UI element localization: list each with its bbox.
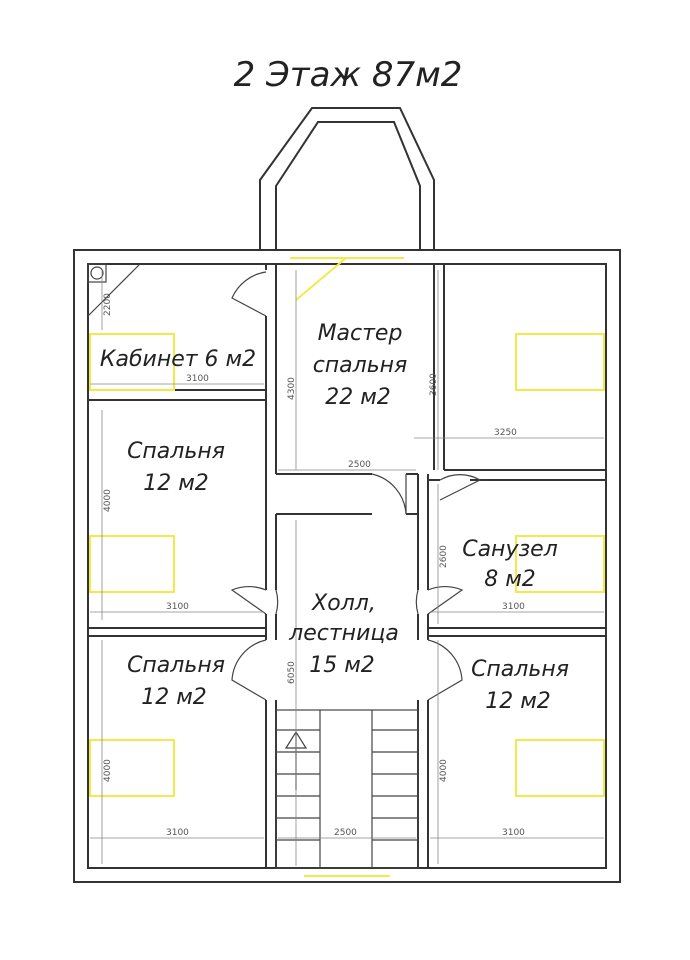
staircase: [275, 709, 419, 869]
dimension-lines: [90, 270, 604, 866]
dim-bed-rb-h: 4000: [439, 759, 449, 782]
plan-title: 2 Этаж 87м2: [234, 55, 463, 95]
dim-master-h: 4300: [287, 377, 297, 400]
bed-master: [515, 333, 605, 391]
bay-window: [259, 107, 435, 250]
furniture-and-windows: [89, 257, 605, 877]
doors: [230, 271, 482, 701]
desk-office: [89, 333, 175, 391]
bath-fixture: [515, 535, 605, 593]
room-labels: Кабинет 6 м2 Мастер спальня 22 м2 Спальн…: [100, 321, 569, 714]
dim-stair-w: 2500: [334, 828, 357, 838]
bed-right-bottom: [515, 739, 605, 797]
dim-bed-lb-w: 3100: [166, 828, 189, 838]
dim-right-top-w: 3250: [494, 428, 517, 438]
window-bay-diag: [295, 257, 347, 301]
label-hall-line1: Холл,: [311, 591, 376, 616]
label-master-line1: Мастер: [318, 321, 403, 346]
label-bed-lt-area: 12 м2: [143, 471, 209, 496]
label-hall-area: 15 м2: [309, 653, 375, 678]
dimension-labels: 2200 3100 4300 2500 3600 3250 4000 3100 …: [103, 293, 525, 838]
label-bed-lb-name: Спальня: [127, 653, 225, 678]
dim-bed-rb-w: 3100: [502, 828, 525, 838]
dim-office-w: 3100: [186, 374, 209, 384]
label-master-line2: спальня: [313, 353, 408, 378]
dim-right-top-h: 3600: [429, 373, 439, 396]
label-hall-line2: лестница: [288, 621, 399, 646]
dim-bath-h: 2600: [439, 545, 449, 568]
dim-bed-lt-w: 3100: [166, 602, 189, 612]
dim-hall-h: 6050: [287, 661, 297, 684]
label-bath-name: Санузел: [462, 537, 558, 562]
label-bed-rb-name: Спальня: [471, 657, 569, 682]
dim-office-h: 2200: [103, 293, 113, 316]
bed-left-bottom: [89, 739, 175, 797]
label-bath-area: 8 м2: [484, 567, 536, 592]
dim-bed-lt-h: 4000: [103, 489, 113, 512]
label-master-area: 22 м2: [325, 385, 391, 410]
bed-left-top: [89, 535, 175, 593]
label-bed-lb-area: 12 м2: [141, 685, 207, 710]
label-bed-lt-name: Спальня: [127, 439, 225, 464]
dim-bath-w: 3100: [502, 602, 525, 612]
chimney: [87, 263, 141, 317]
label-office: Кабинет 6 м2: [100, 347, 256, 372]
dim-bed-lb-h: 4000: [103, 759, 113, 782]
label-bed-rb-area: 12 м2: [485, 689, 551, 714]
dim-master-w: 2500: [348, 460, 371, 470]
